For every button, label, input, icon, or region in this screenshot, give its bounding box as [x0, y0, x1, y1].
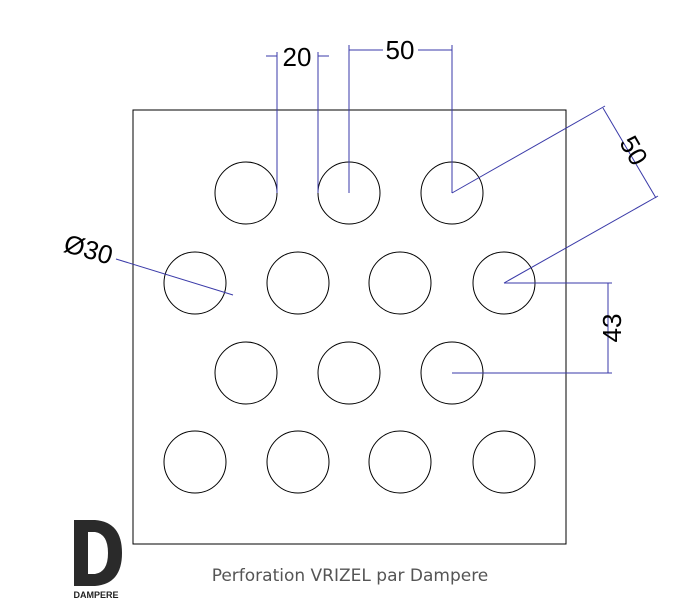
caption: Perforation VRIZEL par Dampere: [211, 566, 489, 586]
hole: [214, 161, 278, 225]
hole: [163, 251, 227, 315]
hole: [368, 430, 432, 494]
dimension-pitch-horizontal: 50: [348, 35, 453, 193]
dimension-diameter-label: Ø30: [61, 228, 117, 270]
hole: [266, 430, 330, 494]
hole: [472, 430, 536, 494]
dimension-gap-label: 20: [283, 42, 312, 72]
dimension-pitch-horizontal-label: 50: [386, 35, 415, 65]
dimension-pitch-vertical: 43: [452, 282, 627, 374]
hole: [317, 341, 381, 405]
dampere-logo: DAMPERE: [73, 520, 122, 600]
dimension-diameter: Ø30: [61, 228, 234, 296]
hole: [266, 251, 330, 315]
hole: [368, 251, 432, 315]
dimension-gap: 20: [266, 42, 329, 193]
hole: [163, 430, 227, 494]
holes: [163, 161, 536, 494]
logo-brand-text: DAMPERE: [73, 590, 118, 600]
dimension-pitch-vertical-label: 43: [597, 314, 627, 343]
hole: [214, 341, 278, 405]
